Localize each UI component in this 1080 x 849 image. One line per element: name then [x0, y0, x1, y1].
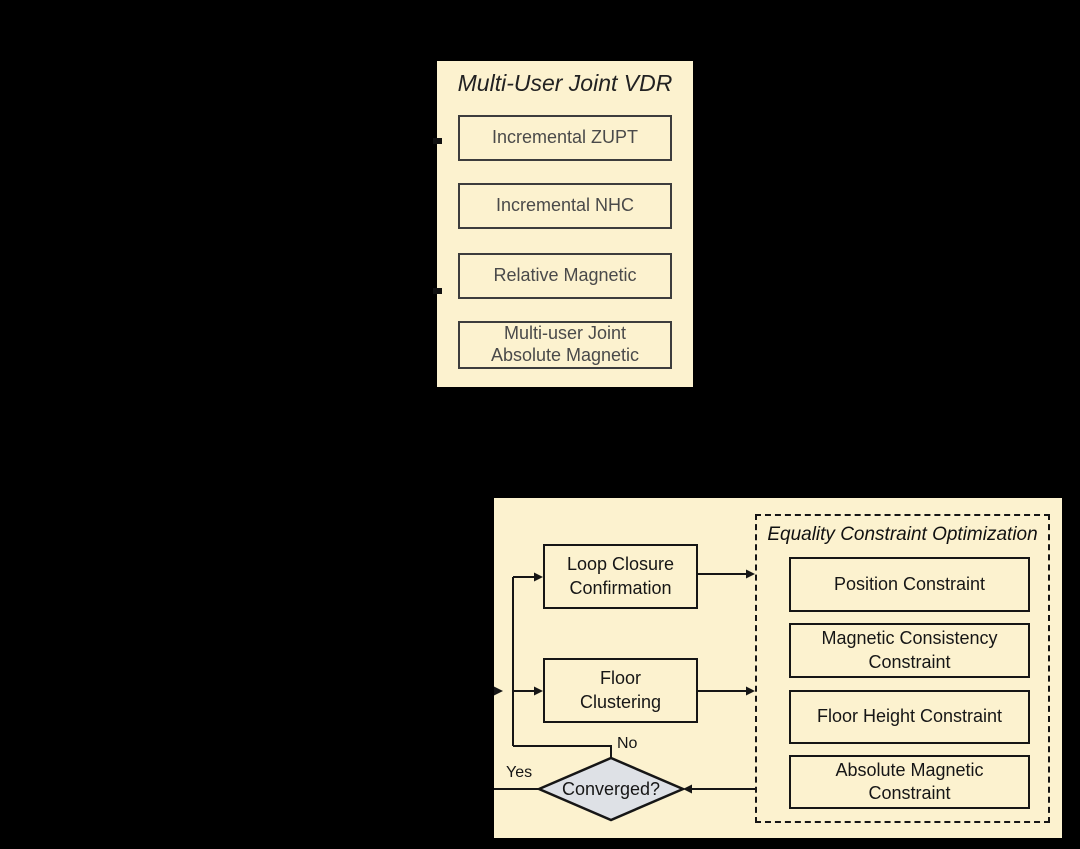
equality-constraint-group: Equality Constraint Optimization Positio… [755, 514, 1050, 823]
incremental-nhc-box: Incremental NHC [458, 183, 672, 229]
floor-clustering-box: Floor Clustering [543, 658, 698, 723]
arrowhead-icon [746, 569, 755, 579]
arrowhead-icon [534, 572, 543, 582]
yes-branch-label: Yes [506, 764, 533, 781]
incremental-zupt-box: Incremental ZUPT [458, 115, 672, 161]
equality-constraint-group-title: Equality Constraint Optimization [767, 524, 1038, 545]
incoming-arrow-tick [494, 686, 503, 696]
arrowhead-icon [534, 686, 543, 696]
no-branch-label: No [617, 735, 638, 752]
no-feedback-line [513, 745, 612, 758]
magnetic-consistency-constraint-box: Magnetic Consistency Constraint [789, 623, 1030, 678]
incoming-arrow-tick [433, 138, 442, 144]
arrowhead-icon [683, 784, 692, 794]
position-constraint-box: Position Constraint [789, 557, 1030, 612]
arrowhead-icon [746, 686, 755, 696]
absolute-magnetic-constraint-box: Absolute Magnetic Constraint [789, 755, 1030, 809]
flow-connectors [494, 569, 755, 822]
floor-height-constraint-box: Floor Height Constraint [789, 690, 1030, 744]
vdr-panel-title: Multi-User Joint VDR [457, 70, 673, 96]
optimization-panel: Loop Closure Confirmation Floor Clusteri… [494, 498, 1062, 838]
incoming-arrow-tick [433, 288, 442, 294]
vdr-panel: Multi-User Joint VDR Incremental ZUPT In… [433, 61, 693, 387]
loop-closure-confirmation-box: Loop Closure Confirmation [543, 544, 698, 609]
relative-magnetic-box: Relative Magnetic [458, 253, 672, 299]
converged-decision-label: Converged? [561, 778, 661, 799]
multi-user-joint-absolute-magnetic-box: Multi-user Joint Absolute Magnetic [458, 321, 672, 369]
